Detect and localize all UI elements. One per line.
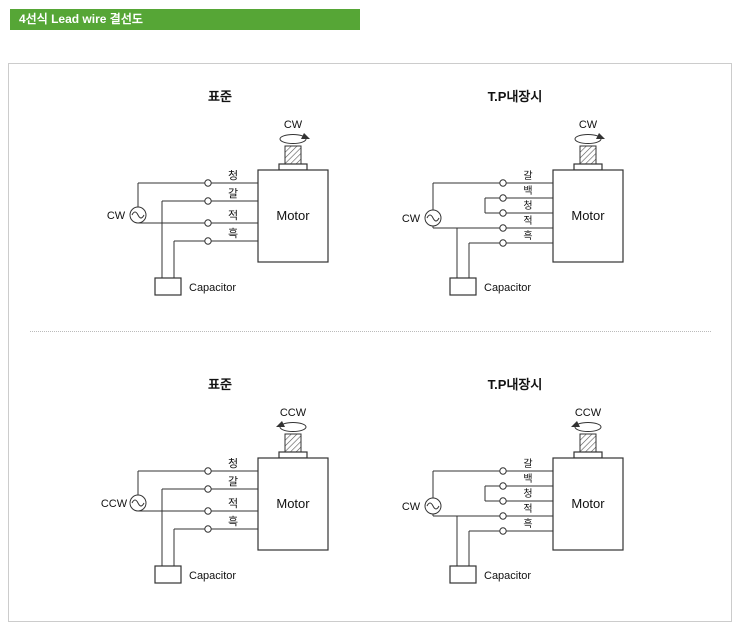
diagram-tp-cw: CW Motor: [402, 119, 624, 296]
rotation-arrow-icon: [571, 421, 602, 432]
capacitor-box: [449, 277, 477, 296]
rotation-label: CCW: [280, 407, 307, 419]
capacitor-label: Capacitor: [484, 570, 531, 582]
wire-label: 갈: [523, 169, 532, 182]
wire-label: 청: [523, 200, 532, 212]
capacitor-box: [449, 565, 477, 584]
capacitor-box: [154, 277, 182, 296]
ac-source-icon: [129, 494, 147, 512]
wire-label: 흑: [228, 226, 238, 240]
motor-shaft-icon: [573, 433, 603, 459]
rotation-arrow-icon: [574, 133, 605, 144]
diagram-title: T.P내장시: [487, 89, 543, 104]
wire-label: 청: [523, 488, 532, 500]
rotation-label: CW: [284, 119, 303, 131]
wire-label: 청: [228, 169, 238, 182]
ac-source-icon: [129, 206, 147, 224]
source-label: CCW: [101, 498, 128, 510]
wire-label: 흑: [228, 514, 238, 528]
capacitor-box: [154, 565, 182, 584]
wires: [137, 470, 258, 566]
diagram-title: 표준: [208, 89, 232, 104]
rotation-label: CW: [579, 119, 598, 131]
wire-label: 갈: [228, 474, 238, 488]
motor-box: [552, 457, 624, 551]
diagram-standard-cw: CW Motor 청: [107, 119, 329, 296]
rotation-label: CCW: [575, 407, 602, 419]
wires: [432, 182, 553, 278]
wire-label: 흑: [523, 229, 532, 242]
wire-label: 적: [523, 503, 532, 515]
motor-label: Motor: [276, 496, 310, 511]
section-title: 4선식 Lead wire 결선도: [19, 12, 143, 26]
wire-label: 적: [523, 215, 532, 227]
diagram-tp-ccw: CCW Motor: [402, 407, 624, 584]
ac-source-icon: [424, 497, 442, 515]
motor-label: Motor: [571, 208, 605, 223]
wire-label: 적: [228, 497, 238, 510]
divider-line: [30, 331, 711, 332]
wire-label: 백: [523, 185, 532, 197]
terminal-dots: [499, 467, 507, 535]
wires: [432, 470, 553, 566]
source-label: CW: [402, 501, 421, 513]
capacitor-label: Capacitor: [484, 282, 531, 294]
source-label: CW: [402, 213, 421, 225]
motor-shaft-icon: [278, 433, 308, 459]
motor-box: [552, 169, 624, 263]
motor-box: [257, 457, 329, 551]
wire-label: 청: [228, 457, 238, 470]
terminal-dots: [499, 179, 507, 247]
rotation-arrow-icon: [279, 133, 310, 144]
ac-source-icon: [424, 209, 442, 227]
wire-label: 갈: [523, 457, 532, 470]
motor-label: Motor: [276, 208, 310, 223]
source-label: CW: [107, 210, 126, 222]
wire-label: 백: [523, 473, 532, 485]
diagram-standard-ccw: CCW Motor 청: [101, 407, 329, 584]
capacitor-label: Capacitor: [189, 570, 236, 582]
wire-label: 흑: [523, 517, 532, 530]
capacitor-label: Capacitor: [189, 282, 236, 294]
section-title-bar: 4선식 Lead wire 결선도: [10, 9, 360, 30]
wire-label: 갈: [228, 186, 238, 200]
motor-shaft-icon: [573, 145, 603, 171]
motor-box: [257, 169, 329, 263]
rotation-arrow-icon: [276, 421, 307, 432]
motor-shaft-icon: [278, 145, 308, 171]
wire-label: 적: [228, 209, 238, 222]
terminal-dots: [204, 179, 212, 245]
diagram-title: T.P내장시: [487, 377, 543, 392]
wires: [137, 182, 258, 278]
diagram-title: 표준: [208, 377, 232, 392]
terminal-dots: [204, 467, 212, 533]
motor-label: Motor: [571, 496, 605, 511]
